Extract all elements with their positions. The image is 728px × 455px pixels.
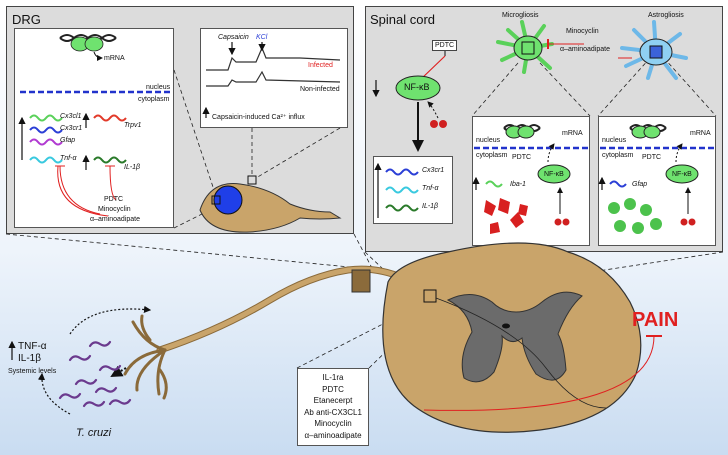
gene-cx3cr1: Cx3cr1 (60, 125, 83, 132)
astrocyte-cell (620, 20, 688, 80)
micro-nfkb-label: NF-κB (544, 171, 564, 178)
central-canal (502, 323, 510, 329)
trace-non-infected: Non-infected (300, 86, 340, 93)
micro-pdtc-label: PDTC (512, 154, 532, 161)
nfkb-inhibitor-b (439, 120, 447, 128)
drg-nucleus-label: nucleus (146, 84, 171, 91)
spinal-gray-matter (446, 291, 583, 383)
drg-ganglion (351, 269, 371, 293)
drg-title: DRG (12, 12, 41, 27)
treatment-minocyclin: Minocyclin (314, 419, 352, 428)
gene-cx3cl1: Cx3cl1 (60, 113, 82, 120)
spinal-gene-tnf: Tnf-α (422, 185, 439, 192)
trace-caption: Capsaicin-induced Ca²⁺ influx (212, 114, 305, 121)
treatment-box (297, 368, 369, 446)
spinal-zoom-square (423, 289, 437, 303)
microgliosis-label: Microgliosis (502, 12, 539, 19)
drg-treatment-pdtc: PDTC (104, 196, 124, 203)
drg-cytoplasm-label: cytoplasm (138, 96, 170, 103)
drg-transcription-factor-right (84, 36, 104, 52)
astrocyte-detail-graphics (598, 124, 714, 234)
spinal-gene-il1b: IL-1β (422, 203, 439, 210)
treatment-pdtc: PDTC (322, 384, 344, 394)
spinal-nfkb (395, 75, 441, 101)
drg-treatment-aminoadipate: α–aminoadipate (90, 216, 140, 223)
systemic-il1: IL-1β (18, 353, 41, 364)
drg-inhibition-lines (55, 165, 117, 217)
micro-cytoplasm-label: cytoplasm (476, 152, 508, 159)
drg-zoom-square-2 (247, 175, 257, 185)
nfkb-inhibitor-a (430, 120, 438, 128)
micro-mrna-label: mRNA (562, 130, 583, 137)
treatment-list: IL-1ra PDTC Etanecerpt Ab anti-CX3CL1 Mi… (297, 372, 369, 441)
gene-tnf: Tnf-α (60, 155, 77, 162)
spinal-nfkb-label: NF-κB (404, 82, 430, 92)
spinal-gene-cx3cr1: Cx3cr1 (422, 167, 445, 174)
aminoadipate-label: α–aminoadipate (560, 46, 610, 53)
drg-nucleus (213, 185, 243, 215)
gene-il1b: IL-1β (124, 164, 141, 171)
trace-infected: Infected (308, 62, 333, 69)
drg-treatment-minocyclin: Minocyclin (98, 206, 131, 213)
micro-nucleus-label: nucleus (476, 137, 501, 144)
drg-gene-box (14, 28, 174, 228)
pain-label: PAIN (632, 309, 679, 331)
astro-gene-gfap: Gfap (632, 181, 648, 188)
nerve-terminals (123, 314, 168, 400)
minocyclin-label: Minocyclin (566, 28, 599, 35)
treatment-etanercept: Etanecerpt (313, 396, 353, 405)
astrogliosis-label: Astrogliosis (648, 12, 684, 19)
gene-gfap: Gfap (60, 137, 76, 144)
gene-trpv1: Trpv1 (124, 122, 142, 129)
spinal-title: Spinal cord (370, 12, 436, 27)
parasite-label: T. cruzi (76, 427, 112, 439)
micro-gene-iba1: Iba-1 (510, 181, 526, 188)
systemic-tnf: TNF-α (18, 341, 47, 352)
treatment-aminoadipate: α–aminoadipate (304, 430, 362, 440)
astro-nucleus-label: nucleus (602, 137, 627, 144)
drg-mrna-label: mRNA (104, 55, 125, 62)
spinal-pdtc-label: PDTC (432, 40, 458, 51)
microglia-detail-graphics (472, 124, 588, 234)
microglia-cell (496, 20, 554, 74)
trace-kcl: KCl (256, 34, 268, 41)
calcium-trace-box (200, 28, 348, 128)
treatment-anti-cx3cl1: Ab anti-CX3CL1 (304, 407, 362, 417)
systemic-label: Systemic levels (8, 368, 57, 375)
trypanosomes (58, 340, 132, 408)
trace-capsaicin: Capsaicin (218, 34, 249, 41)
astro-nfkb-label: NF-κB (672, 171, 692, 178)
astro-cytoplasm-label: cytoplasm (602, 152, 634, 159)
astro-mrna-label: mRNA (690, 130, 711, 137)
drg-dna-helix (59, 34, 117, 42)
astro-pdtc-label: PDTC (642, 154, 662, 161)
treatment-il1ra: IL-1ra (322, 373, 344, 382)
drg-zoom-square-1 (211, 195, 221, 205)
